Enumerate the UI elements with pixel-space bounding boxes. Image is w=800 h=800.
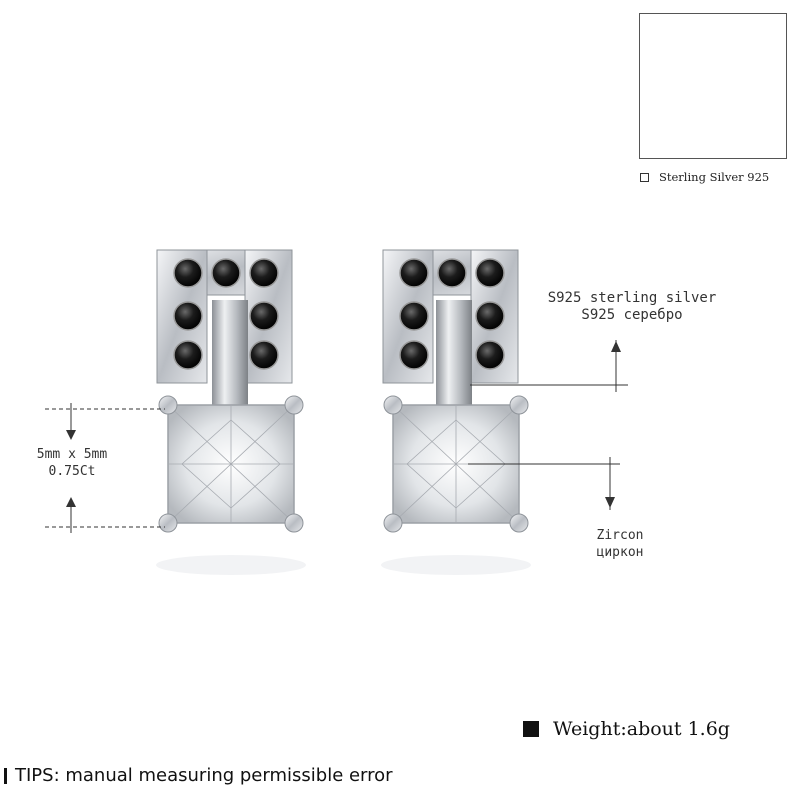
stone-pointer bbox=[468, 457, 620, 510]
tips-info: TIPS: manual measuring permissible error bbox=[4, 765, 393, 786]
stone-label-en: Zircon bbox=[596, 528, 644, 543]
weight-bullet-icon bbox=[523, 721, 539, 737]
size-label-group: 5mm x 5mm 0.75Ct bbox=[22, 446, 122, 480]
size-label: 5mm x 5mm bbox=[36, 447, 108, 462]
metal-pointer bbox=[470, 340, 628, 392]
material-legend: Sterling Silver 925 bbox=[640, 170, 769, 184]
tips-bullet-icon bbox=[4, 767, 7, 784]
size-dimension-marker bbox=[45, 403, 165, 533]
carat-label: 0.75Ct bbox=[48, 464, 96, 479]
weight-text: Weight:about 1.6g bbox=[553, 718, 730, 740]
weight-info: Weight:about 1.6g bbox=[523, 718, 730, 740]
left-earring bbox=[156, 249, 306, 575]
stone-label-group: Zircon циркон bbox=[570, 527, 670, 561]
legend-label: Sterling Silver 925 bbox=[659, 170, 770, 184]
metal-label-ru: S925 серебро bbox=[581, 307, 683, 323]
stone-label-ru: циркон bbox=[596, 545, 644, 560]
metal-label-group: S925 sterling silver S925 серебро bbox=[532, 290, 732, 324]
legend-checkbox-icon bbox=[640, 172, 649, 182]
right-earring bbox=[381, 249, 531, 575]
thumbnail-frame bbox=[639, 13, 787, 159]
metal-label-en: S925 sterling silver bbox=[547, 290, 717, 306]
tips-text: TIPS: manual measuring permissible error bbox=[15, 765, 393, 786]
